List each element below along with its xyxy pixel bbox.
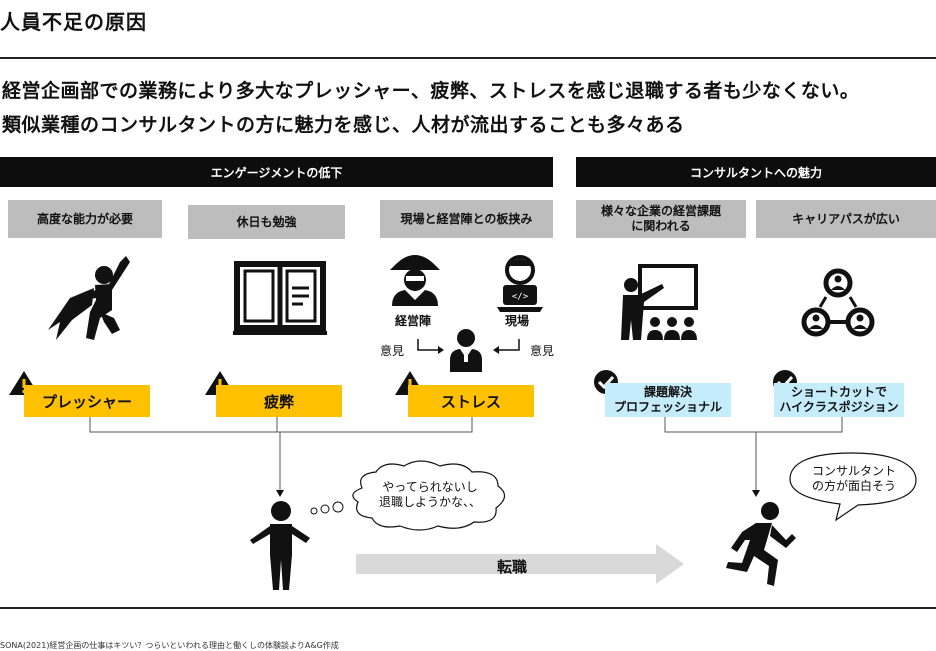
lead-line-2: 類似業種のコンサルタントの方に魅力を感じ、人材が流出することも多々ある [2, 114, 685, 136]
problem-pressure: プレッシャー [24, 385, 150, 417]
factor-sandwiched: 現場と経営陣との板挟み [380, 200, 553, 238]
title-divider [0, 57, 936, 59]
transfer-arrow [356, 544, 684, 584]
field-worker-icon: </> [497, 255, 543, 312]
running-person-icon [726, 502, 796, 586]
career-network-icon [801, 268, 875, 337]
presentation-icon [621, 264, 698, 340]
management-label: 経営陣 [395, 314, 432, 328]
opinion-label-right: 意見 [530, 344, 555, 358]
speech-text: コンサルタント の方が面白そう [811, 464, 896, 493]
problem-fatigue: 疲弊 [216, 385, 342, 417]
factor-high-ability: 高度な能力が必要 [8, 200, 162, 238]
speech-bubble [789, 452, 917, 522]
svg-text:</>: </> [512, 292, 529, 302]
book-icon [233, 261, 327, 335]
problem-stress: ストレス [408, 385, 534, 417]
opinion-label-left: 意見 [380, 344, 405, 358]
page-title: 人員不足の原因 [0, 10, 147, 34]
sandwiched-person-icon [450, 329, 482, 372]
thought-text: やってられないし 退職しようかな、、 [378, 480, 481, 509]
lead-line-1: 経営企画部での業務により多大なプレッシャー、疲弊、ストレスを感じ退職する者も少な… [2, 80, 860, 102]
attraction-career-path: キャリアパスが広い [756, 200, 936, 238]
management-icon [390, 255, 440, 306]
thought-bubble [352, 460, 506, 531]
section-header-consultant: コンサルタントへの魅力 [576, 157, 936, 187]
attraction-various-issues: 様々な企業の経営課題 に関われる [576, 200, 746, 238]
superhero-icon [48, 256, 130, 340]
field-label: 現場 [505, 314, 530, 328]
confused-person-icon [250, 501, 310, 590]
source-footnote: SONA(2021)経営企画の仕事はキツい？つらいといわれる理由と働くしの体験談… [0, 641, 339, 650]
section-header-engagement: エンゲージメントの低下 [0, 157, 553, 187]
transfer-label: 転職 [497, 558, 528, 576]
benefit-high-class-position: ショートカットで ハイクラスポジション [774, 383, 904, 417]
benefit-problem-solving: 課題解決 プロフェッショナル [605, 383, 731, 417]
factor-study-holiday: 休日も勉強 [188, 205, 345, 239]
